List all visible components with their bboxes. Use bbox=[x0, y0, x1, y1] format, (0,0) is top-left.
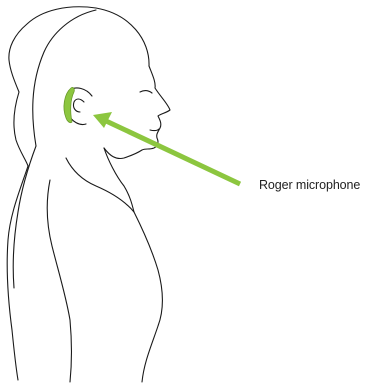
eye bbox=[140, 91, 152, 93]
chest-outline bbox=[134, 212, 163, 382]
callout-label: Roger microphone bbox=[259, 178, 360, 192]
back-outline bbox=[7, 166, 28, 380]
microphone-behind-ear-icon bbox=[64, 87, 74, 122]
jaw-line bbox=[104, 148, 134, 212]
ear-inner bbox=[73, 99, 84, 112]
back-neck-line bbox=[13, 146, 36, 288]
arm-line bbox=[47, 180, 71, 382]
mouth bbox=[150, 129, 159, 131]
person-profile-outline bbox=[7, 7, 170, 382]
microphone-body bbox=[64, 87, 74, 122]
hair-inner-line bbox=[33, 10, 96, 146]
hair-outline bbox=[9, 7, 149, 166]
arrow-shaft bbox=[104, 120, 240, 184]
